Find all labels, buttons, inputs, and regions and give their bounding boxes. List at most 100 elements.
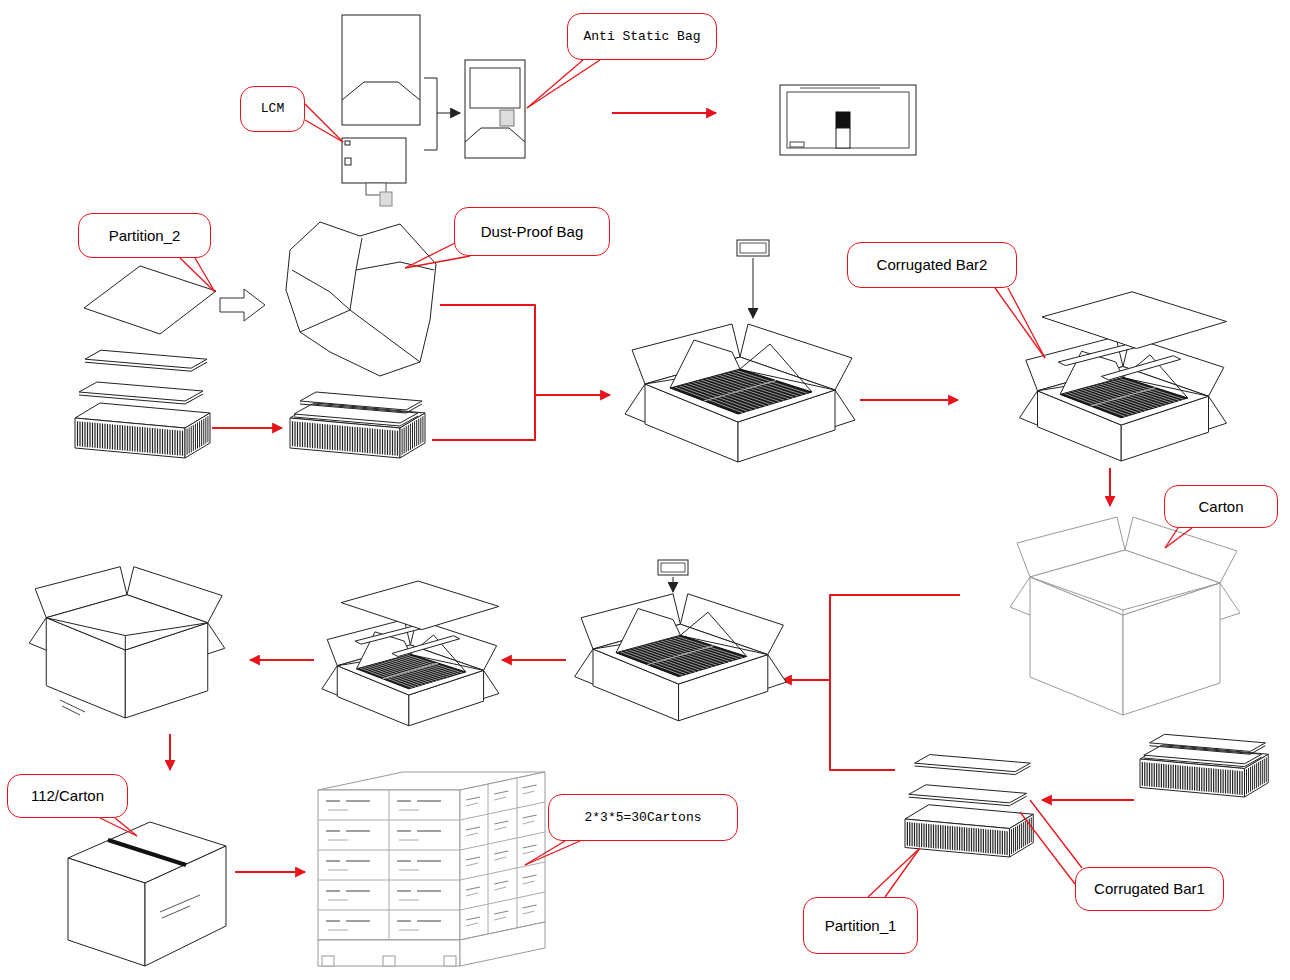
partition-rib [367, 428, 368, 453]
flow-line [432, 305, 535, 440]
callout-leader [405, 256, 470, 268]
carton-label [466, 917, 480, 920]
pallet-side [460, 772, 545, 940]
partition-rib [127, 426, 128, 451]
carton-label [466, 923, 478, 926]
carton-label [523, 875, 537, 878]
lcm-detail [345, 141, 350, 145]
partition-rib [97, 423, 98, 448]
carton-opening [1030, 550, 1220, 615]
carton-marking [60, 700, 85, 712]
flow-arrow [169, 734, 171, 770]
partition-rib [389, 430, 390, 455]
carton-marking [62, 706, 80, 715]
partition-rib [169, 430, 170, 455]
corrugated-bar [1058, 344, 1135, 366]
partition-rib [205, 418, 206, 444]
partition-rib [324, 424, 325, 449]
partition-rib [112, 424, 113, 449]
partition-rib [406, 426, 407, 452]
partition-rib [203, 419, 204, 445]
partition-rib [299, 422, 300, 447]
partition-rib [177, 430, 178, 455]
carton-label [523, 815, 537, 818]
corrugated-bar [1150, 734, 1266, 751]
partition-rib [1029, 819, 1030, 844]
partition-rib [420, 418, 421, 444]
flow-arrow [212, 427, 282, 429]
partition-rib [957, 827, 958, 851]
callout-leader [195, 258, 215, 292]
flow-arrow [502, 659, 566, 661]
partition-rib [362, 428, 363, 453]
partition-rib [322, 424, 323, 449]
partition-rib [966, 827, 967, 851]
corrugated-bar-edge [79, 394, 203, 404]
partition-rib [990, 830, 991, 854]
carton-label [494, 917, 506, 920]
carton-label [346, 830, 370, 831]
partition-rib [339, 426, 340, 451]
partition-rib [384, 430, 385, 455]
partition-rib [159, 429, 160, 454]
partition-rib [1163, 764, 1164, 788]
carton-label [466, 893, 478, 896]
callout-text: Carton [1198, 498, 1243, 516]
closed-carton [68, 822, 226, 966]
carton-label [328, 810, 348, 811]
carton-label [494, 821, 508, 824]
carton-label [494, 827, 506, 830]
partition-rib [1011, 829, 1012, 854]
partition-rib [189, 428, 190, 454]
partition-rib [923, 824, 924, 848]
partition-rib [408, 425, 409, 451]
flow-line [830, 595, 960, 770]
partition-rib [1206, 768, 1207, 792]
carton-opening [46, 595, 208, 650]
partition-rib [931, 824, 932, 848]
callout-box: Partition_1 [803, 897, 918, 954]
partition-rib [1194, 767, 1195, 791]
callout-text: Partition_1 [825, 917, 897, 935]
callout-leader [525, 841, 565, 865]
partition-rib [357, 427, 358, 452]
carton-seam [460, 832, 545, 850]
partition-rib [394, 431, 395, 456]
carton-label [326, 860, 340, 861]
partition-rib [109, 424, 110, 449]
partition-sheet [84, 266, 216, 334]
callout-text: Corrugated Bar2 [877, 256, 988, 274]
partition-rib [959, 827, 960, 851]
partition-rib [909, 822, 910, 846]
packed-lcm-fpc [836, 128, 850, 148]
bag-fold [300, 310, 420, 362]
partition-rib [207, 416, 208, 442]
partition-rib [347, 426, 348, 451]
partition-rib [294, 421, 295, 446]
packed-lcm [780, 85, 916, 155]
partition-rib [354, 427, 355, 452]
carton-seam [389, 790, 390, 940]
partition-rib [1225, 770, 1226, 794]
partition-rib [907, 822, 908, 846]
partition-rib [369, 428, 370, 453]
bag-flap [465, 128, 525, 142]
callout-leader [1020, 812, 1075, 884]
partition-rib [179, 431, 180, 456]
carton-inner-edge [46, 618, 208, 636]
partition-rib [304, 422, 305, 447]
partition-rib [1156, 763, 1157, 787]
partition-rib [379, 429, 380, 454]
partition-sheet [1042, 292, 1227, 349]
partition-rib [382, 429, 383, 454]
partition-rib [79, 421, 80, 446]
dust-bag-flap [670, 340, 740, 388]
partition-rib [1189, 766, 1190, 790]
callout-leader [100, 818, 137, 836]
callout-leader [527, 60, 583, 108]
carton-opening [593, 624, 768, 684]
partition-rib [92, 423, 93, 448]
partition-rib [971, 828, 972, 852]
partition-rib [1025, 821, 1026, 846]
carton-label [523, 845, 537, 848]
